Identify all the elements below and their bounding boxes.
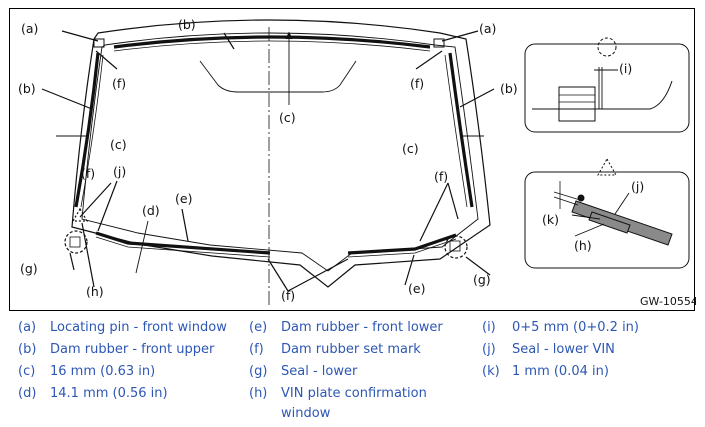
callout-a-left: (a) [21,21,38,36]
upper-dam-rubber [113,35,431,49]
callout-i: (i) [619,61,632,76]
callout-g-left: (g) [20,261,38,276]
windshield-drawing: (a) (b) (a) (f) (f) (b) (b) (c) (c) (c) … [18,17,696,308]
callout-f-upper-right: (f) [410,76,424,91]
legend: (a)Locating pin - front window (b)Dam ru… [18,320,639,421]
callout-h: (h) [86,284,104,299]
windshield-diagram: (a) (b) (a) (f) (f) (b) (b) (c) (c) (c) … [9,8,696,311]
seal-lower-right [444,235,468,259]
callout-j-main: (j) [113,164,126,179]
left-side-dam-rubber [74,52,100,208]
windshield-inner-outline [81,32,479,272]
seal-lower-left [64,230,88,254]
callout-c-right: (c) [402,141,419,156]
mirror-mount-outline [199,60,357,93]
callout-c-center: (c) [279,110,296,125]
callout-c-left: (c) [110,137,127,152]
windshield-outer-outline [71,19,491,288]
callout-f-lower-right: (f) [434,169,448,184]
callout-a-right: (a) [479,21,496,36]
callout-g-right: (g) [473,272,491,287]
vin-window-triangle [71,207,89,222]
callout-f-bottom: (f) [281,288,295,303]
callout-b-left: (b) [18,81,36,96]
detail-i-box [524,43,690,133]
callout-d: (d) [142,203,160,218]
callout-f-lower-left: (f) [81,166,95,181]
callout-f-upper-left: (f) [112,76,126,91]
figure-code: GW-10554 [640,295,696,308]
lower-dam-rubber-left [95,231,271,255]
detail-jk-box [524,171,690,269]
callout-j-detail: (j) [631,179,644,194]
detail-i-circle-marker [597,37,617,57]
callout-e-right: (e) [408,281,425,296]
lower-dam-rubber-right [347,233,457,255]
callout-b-top: (b) [178,17,196,32]
callout-e-left: (e) [175,191,192,206]
right-side-dam-rubber [448,52,474,208]
callout-b-right: (b) [500,81,518,96]
detail-jk-triangle-marker [597,157,617,176]
callout-k: (k) [542,212,559,227]
locating-pin-left [93,38,105,48]
callout-h-detail: (h) [574,238,592,253]
locating-pin-right [433,38,445,48]
